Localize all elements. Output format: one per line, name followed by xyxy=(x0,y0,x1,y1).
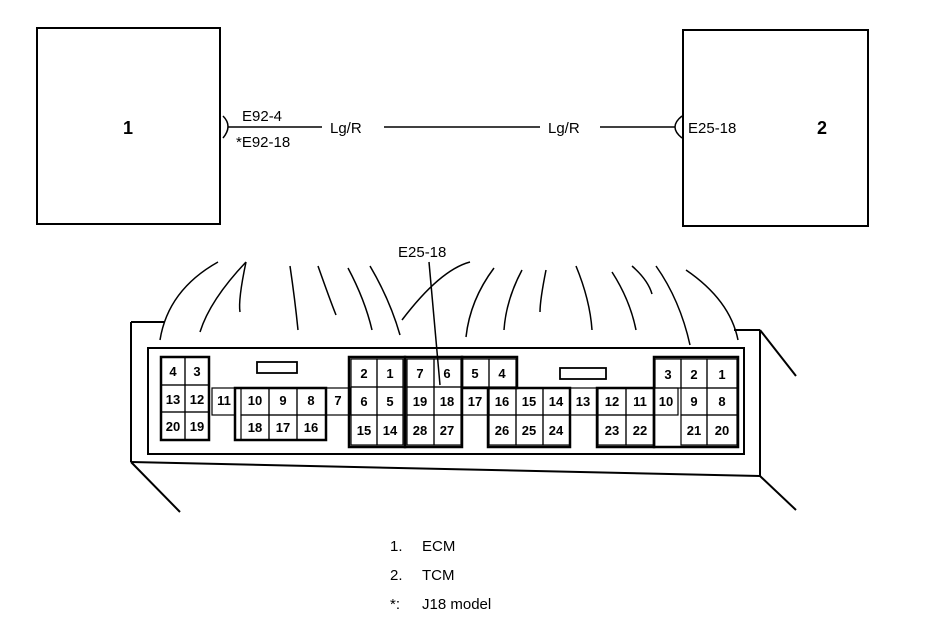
pin-number: 12 xyxy=(605,394,619,409)
wire xyxy=(222,115,683,139)
pin-number: 7 xyxy=(334,393,341,408)
legend-text: ECM xyxy=(422,538,455,555)
legend: 1. ECM 2. TCM *: J18 model xyxy=(390,538,491,613)
pin-number: 1 xyxy=(718,367,725,382)
pin-number: 6 xyxy=(360,394,367,409)
pin-number: 8 xyxy=(718,394,725,409)
pin-number: 15 xyxy=(357,423,371,438)
pin-number: 5 xyxy=(471,366,478,381)
pin-number: 9 xyxy=(690,394,697,409)
pin-number: 10 xyxy=(248,393,262,408)
pin-number: 25 xyxy=(522,423,536,438)
pin-number: 7 xyxy=(416,366,423,381)
pin-number: 1 xyxy=(386,366,393,381)
pin-number: 18 xyxy=(248,420,262,435)
wire-color-label-right: Lg/R xyxy=(548,120,580,137)
pin-number: 4 xyxy=(169,364,177,379)
left-terminal-label-1: E92-4 xyxy=(242,108,282,125)
ecm-box xyxy=(36,27,221,225)
connector-key-left xyxy=(256,361,298,374)
pin-number: 17 xyxy=(276,420,290,435)
pin-number: 10 xyxy=(659,394,673,409)
legend-key: 2. xyxy=(390,567,403,584)
pin-number: 23 xyxy=(605,423,619,438)
harness-wires xyxy=(159,261,739,386)
connector-key-right xyxy=(559,367,607,380)
pin-number: 16 xyxy=(304,420,318,435)
pin-number: 17 xyxy=(468,394,482,409)
pin-number: 14 xyxy=(549,394,564,409)
left-connector-symbol xyxy=(222,115,229,139)
pin-number: 16 xyxy=(495,394,509,409)
pin-number: 19 xyxy=(190,419,204,434)
pin-number: 11 xyxy=(217,393,231,408)
pin-cells xyxy=(160,356,738,446)
tcm-box-number: 2 xyxy=(817,118,827,138)
pin-number: 28 xyxy=(413,423,427,438)
tcm-box xyxy=(682,29,869,227)
right-terminal-label: E25-18 xyxy=(688,120,736,137)
pin-number: 3 xyxy=(664,367,671,382)
pin-number: 24 xyxy=(549,423,564,438)
pin-number: 6 xyxy=(443,366,450,381)
pin-number: 13 xyxy=(166,392,180,407)
legend-text: J18 model xyxy=(422,596,491,613)
pin-number: 21 xyxy=(687,423,701,438)
pin-number: 19 xyxy=(413,394,427,409)
legend-key: 1. xyxy=(390,538,403,555)
pin-number: 26 xyxy=(495,423,509,438)
pin-number: 13 xyxy=(576,394,590,409)
pin-number: 9 xyxy=(279,393,286,408)
legend-key: *: xyxy=(390,596,400,613)
left-terminal-label-2: *E92-18 xyxy=(236,134,290,151)
pin-number: 20 xyxy=(715,423,729,438)
pin-number: 11 xyxy=(633,394,647,409)
pin-number: 18 xyxy=(440,394,454,409)
pin-number: 20 xyxy=(166,419,180,434)
pin-number: 22 xyxy=(633,423,647,438)
ecm-box-number: 1 xyxy=(123,118,133,138)
legend-text: TCM xyxy=(422,567,455,584)
pin-number: 3 xyxy=(193,364,200,379)
pin-number: 12 xyxy=(190,392,204,407)
pin-number: 15 xyxy=(522,394,536,409)
pin-number: 2 xyxy=(360,366,367,381)
wire-color-label-left: Lg/R xyxy=(330,120,362,137)
connector-body xyxy=(130,321,797,513)
pin-number: 2 xyxy=(690,367,697,382)
pin-number: 5 xyxy=(386,394,393,409)
connector-callout-label: E25-18 xyxy=(398,244,446,261)
right-connector-symbol xyxy=(674,115,683,139)
pin-number: 27 xyxy=(440,423,454,438)
pin-number: 8 xyxy=(307,393,314,408)
pin-number: 4 xyxy=(498,366,506,381)
pin-number: 14 xyxy=(383,423,398,438)
